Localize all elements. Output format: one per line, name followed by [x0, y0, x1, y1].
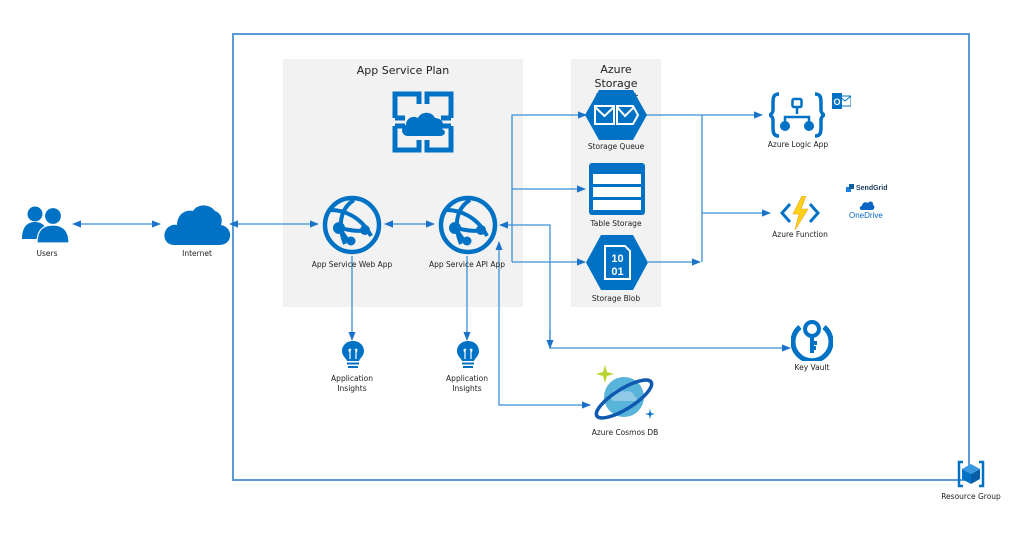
table-storage-label: Table Storage — [590, 219, 642, 228]
svg-text:10: 10 — [611, 253, 623, 265]
onedrive-label: OneDrive — [849, 211, 883, 220]
app-service-plan-icon — [392, 91, 454, 153]
storage-blob-label: Storage Blob — [591, 294, 641, 303]
sendgrid-icon — [846, 184, 854, 192]
web-app-icon — [322, 195, 382, 255]
app-insights-icon — [342, 341, 364, 368]
azure-function-label: Azure Function — [772, 230, 828, 239]
onedrive-icon — [859, 201, 875, 210]
web-app-label: App Service Web App — [311, 260, 393, 269]
svg-text:O: O — [833, 97, 840, 107]
users-label: Users — [36, 249, 58, 258]
logic-app-icon — [769, 92, 825, 138]
app-insights-2-label-line1: Application — [446, 374, 488, 383]
sendgrid-logo: SendGrid — [846, 184, 888, 192]
app-insights-icon — [457, 341, 479, 368]
resource-group-boundary — [232, 33, 970, 481]
table-storage-icon — [589, 163, 645, 215]
internet-label: Internet — [182, 249, 212, 258]
api-app-label: App Service API App — [428, 260, 506, 269]
storage-queue-label: Storage Queue — [587, 142, 645, 151]
users-icon — [22, 206, 70, 243]
internet-cloud-icon — [164, 205, 231, 245]
azure-function-icon — [780, 196, 820, 230]
wire-apiapp-storage-queue — [511, 111, 587, 262]
key-vault-label: Key Vault — [794, 363, 830, 372]
app-service-plan-group: App Service Plan — [283, 59, 523, 307]
wire-apiapp-cosmos — [495, 241, 591, 409]
sendgrid-label: SendGrid — [856, 184, 888, 192]
logic-app-label: Azure Logic App — [767, 140, 829, 149]
app-insights-1-label-line2: Insights — [337, 384, 367, 393]
resource-group-label: Resource Group — [941, 492, 1001, 501]
storage-queue-icon — [585, 90, 647, 140]
app-service-plan-title: App Service Plan — [356, 64, 450, 77]
api-app-icon — [438, 195, 498, 255]
svg-text:01: 01 — [611, 266, 623, 278]
app-insights-2-label-line2: Insights — [452, 384, 482, 393]
outlook-icon: O — [832, 93, 851, 109]
key-vault-icon — [791, 320, 833, 361]
cosmos-db-icon — [594, 365, 655, 420]
cosmos-db-label: Azure Cosmos DB — [591, 428, 659, 437]
resource-group-icon — [957, 460, 985, 488]
app-insights-1-label-line1: Application — [331, 374, 373, 383]
storage-blob-icon: 10 01 — [586, 235, 648, 290]
